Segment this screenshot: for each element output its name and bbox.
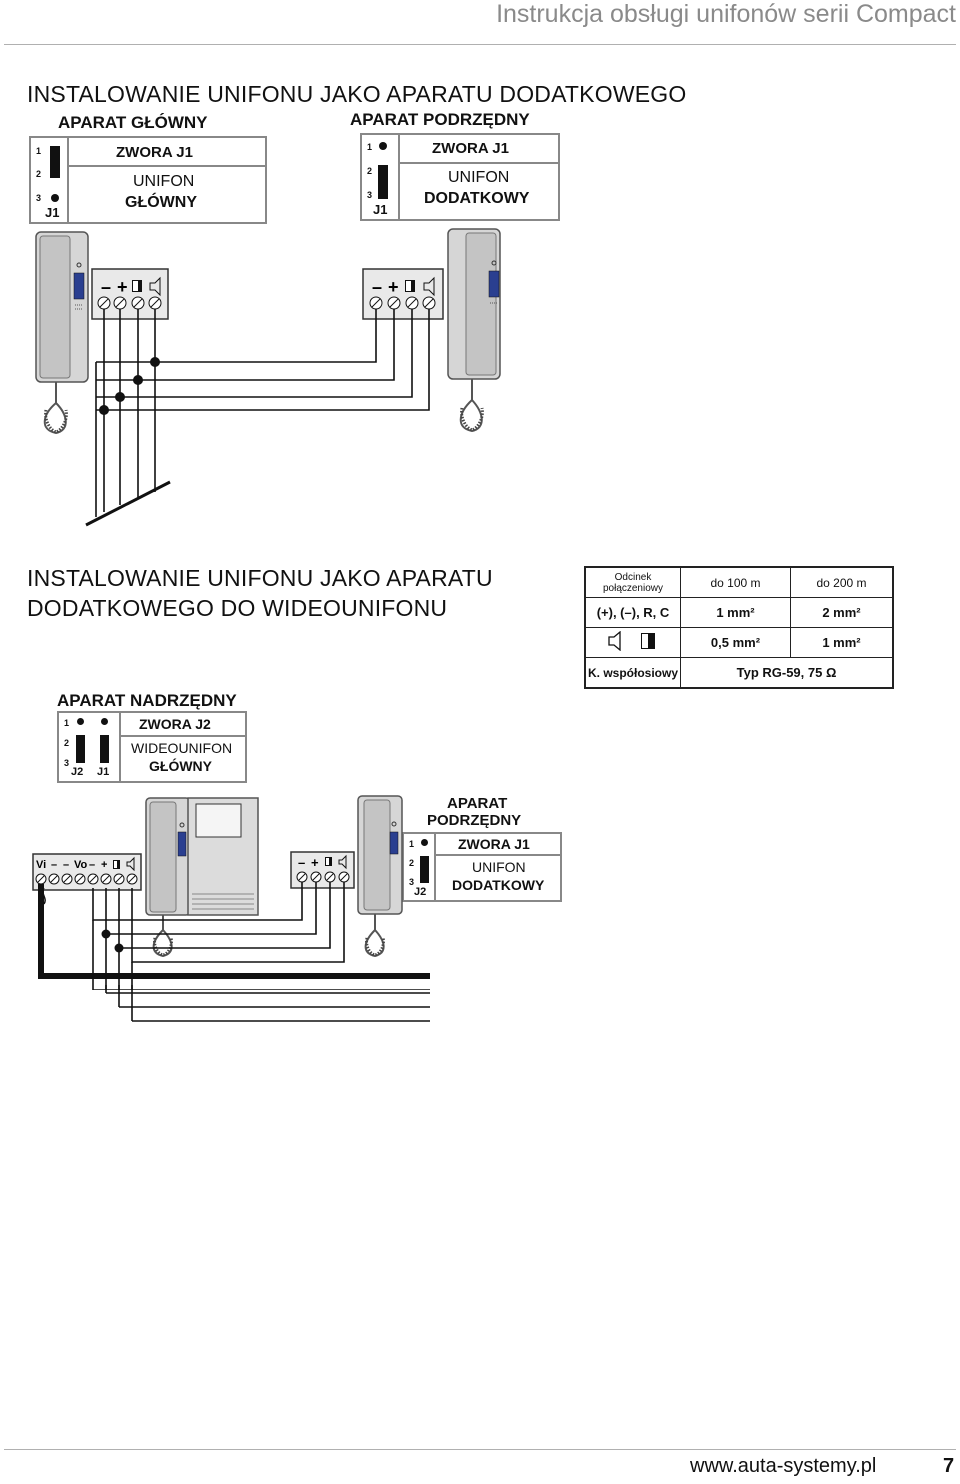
sub2-handset [357, 795, 403, 958]
jumper-label: J1 [45, 205, 60, 220]
video-terminal-block: Vi – – Vo – + [32, 853, 142, 891]
footer-divider [4, 1449, 956, 1450]
spec-row3-value: Typ RG-59, 75 Ω [680, 657, 894, 689]
jumper-pin [101, 718, 108, 725]
sub-jumper-box: 1 2 3 J1 ZWORA J1 UNIFON DODATKOWY [360, 133, 560, 221]
jumper-pin [379, 142, 387, 150]
unit-line2: DODATKOWY [424, 190, 530, 207]
section2-junctions [101, 929, 124, 953]
jumper-cap [50, 146, 60, 178]
unit-line2: DODATKOWY [452, 877, 545, 893]
jumper-pin [51, 194, 59, 202]
jumper-name: ZWORA J1 [432, 140, 509, 157]
master-jumper-box: 1 2 3 J2 J1 ZWORA J2 WIDEOUNIFON GŁÓWNY [57, 711, 247, 783]
svg-text:Vi: Vi [36, 859, 46, 871]
spec-head-label-line1: Odcinek [614, 571, 652, 583]
svg-text:+: + [388, 277, 399, 297]
jumper-cap [420, 856, 429, 883]
section1-heading: INSTALOWANIE UNIFONU JAKO APARATU DODATK… [27, 81, 687, 107]
wires [85, 309, 430, 527]
spec-head-label-line2: połączeniowy [602, 582, 664, 594]
pin-number: 2 [409, 858, 415, 868]
spec-row2-v2: 1 mm² [790, 627, 894, 658]
main-unit-title: APARAT GŁÓWNY [58, 113, 208, 132]
jumper-label: J1 [373, 202, 388, 217]
spec-row1-v2: 2 mm² [790, 597, 894, 628]
section2-heading-line2: DODATKOWEGO DO WIDEOUNIFONU [27, 594, 448, 621]
footer-website: www.auta-systemy.pl [690, 1455, 877, 1477]
main-jumper-box: 1 2 3 J1 ZWORA J1 UNIFON GŁÓWNY [29, 136, 267, 224]
svg-text:–: – [63, 859, 69, 871]
jumper-cap [100, 735, 109, 763]
handset-main [35, 231, 89, 435]
unit-line2: GŁÓWNY [149, 758, 212, 774]
sub2-unit-title-line1: APARAT [447, 795, 508, 812]
spec-col1-header: do 100 m [680, 566, 791, 598]
pin-number: 1 [36, 146, 42, 156]
jumper-label: J2 [414, 886, 427, 898]
section2-heading: INSTALOWANIE UNIFONU JAKO APARATU DODATK… [27, 564, 493, 624]
pin-number: 3 [64, 758, 70, 768]
pin-number: 2 [367, 166, 373, 176]
unit-line1: WIDEOUNIFON [131, 740, 233, 756]
spec-row1-label: (+), (–), R, C [584, 597, 681, 628]
pin-number: 1 [409, 839, 415, 849]
spec-row1-v1: 1 mm² [680, 597, 791, 628]
pin-number: 2 [36, 169, 42, 179]
handset-sub [447, 228, 501, 433]
jumper-cap [76, 735, 85, 763]
section2-heading-line1: INSTALOWANIE UNIFONU JAKO APARATU [27, 565, 493, 591]
unit-line1: UNIFON [133, 173, 195, 190]
svg-text:+: + [117, 277, 128, 297]
jumper-label-j1: J1 [97, 766, 110, 778]
terminal-block-sub: – + [362, 268, 444, 320]
pin-number: 3 [367, 190, 373, 200]
svg-text:+: + [101, 859, 107, 871]
svg-text:–: – [298, 855, 305, 870]
svg-text:Vo: Vo [74, 859, 88, 871]
pin-number: 1 [367, 142, 373, 152]
spec-head-label: Odcinek połączeniowy [584, 566, 681, 598]
pin-number: 2 [64, 738, 70, 748]
jumper-name: ZWORA J1 [116, 144, 193, 161]
jumper-name: ZWORA J2 [139, 716, 211, 732]
spec-row2-label [584, 627, 681, 658]
master-unit-title: APARAT NADRZĘDNY [57, 691, 237, 710]
speaker-handset-icon [608, 630, 655, 652]
svg-text:–: – [89, 859, 95, 871]
bus-lines [105, 985, 430, 1022]
document-header-title: Instrukcja obsługi unifonów serii Compac… [496, 0, 956, 28]
jumper-pin [77, 718, 84, 725]
jumper-name: ZWORA J1 [458, 836, 530, 852]
pin-number: 1 [64, 718, 70, 728]
section2-wiring-diagram: Vi – – Vo – + [32, 795, 430, 990]
wire-junctions [99, 357, 160, 415]
jumper-label-j2: J2 [71, 766, 84, 778]
sub2-jumper-box: 1 2 3 J2 ZWORA J1 UNIFON DODATKOWY [402, 832, 562, 902]
page-number: 7 [943, 1455, 955, 1477]
video-handset [145, 797, 191, 958]
section1-wiring-diagram: – + – + [35, 228, 501, 527]
sub2-unit-title-line2: PODRZĘDNY [427, 812, 522, 829]
svg-text:–: – [101, 277, 111, 297]
unit-line1: UNIFON [472, 859, 526, 875]
jumper-cap [378, 165, 388, 199]
svg-text:–: – [372, 277, 382, 297]
svg-text:+: + [311, 855, 319, 870]
cable-spec-table: Odcinek połączeniowy do 100 m do 200 m (… [584, 566, 894, 689]
section2-wires [38, 882, 430, 990]
jumper-pin [421, 839, 428, 846]
pin-number: 3 [409, 877, 415, 887]
spec-row3-label: K. współosiowy [584, 657, 681, 689]
pin-number: 3 [36, 193, 42, 203]
unit-line2: GŁÓWNY [125, 194, 197, 211]
unit-line1: UNIFON [448, 169, 510, 186]
spec-row2-v1: 0,5 mm² [680, 627, 791, 658]
video-monitor [187, 797, 259, 916]
sub-unit-title: APARAT PODRZĘDNY [350, 110, 530, 129]
svg-text:–: – [51, 859, 57, 871]
header-divider [4, 44, 956, 45]
spec-col2-header: do 200 m [790, 566, 894, 598]
